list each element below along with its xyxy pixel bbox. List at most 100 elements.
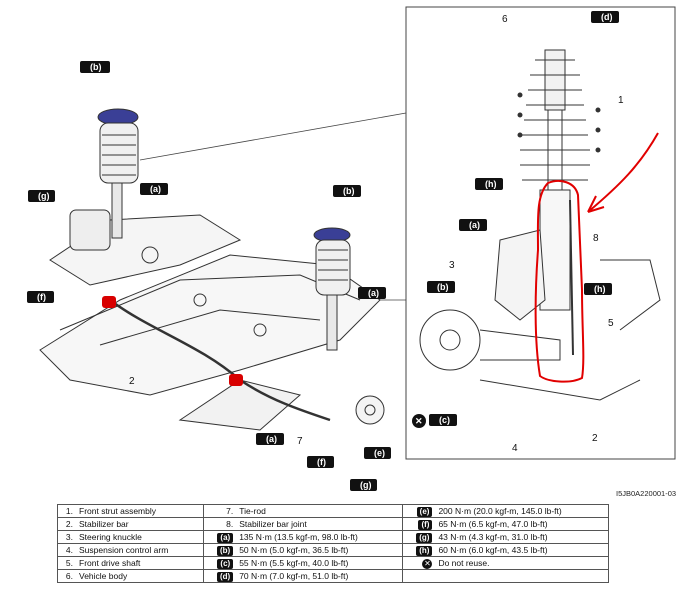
torque-badge-g-left: (g) [28, 190, 55, 202]
legend-cell: (e) [402, 504, 436, 518]
svg-text:(a): (a) [469, 220, 480, 230]
svg-text:(a): (a) [150, 184, 161, 194]
legend-row: 4.Suspension control arm(b)50 N·m (5.0 k… [57, 543, 610, 557]
legend-cell: (h) [402, 543, 436, 557]
legend-cell: 70 N·m (7.0 kgf-m, 51.0 lb-ft) [236, 569, 404, 583]
red-highlight-outline [534, 179, 585, 383]
legend-cell: (g) [402, 530, 436, 544]
svg-text:(g): (g) [360, 480, 372, 490]
torque-key-badge: (f) [418, 520, 433, 530]
torque-badge-a-detail: (a) [459, 219, 487, 231]
torque-key-badge: (h) [416, 546, 433, 556]
suspension-diagram: 6 1 8 3 5 2 4 2 7 (b) (g) (a) (b) (f) (a… [27, 6, 676, 491]
legend-cell: 43 N·m (4.3 kgf-m, 31.0 lb-ft) [435, 530, 610, 544]
svg-text:(d): (d) [601, 12, 613, 22]
torque-key-badge: (b) [216, 546, 234, 556]
legend-cell: (c) [203, 556, 237, 570]
torque-badge-h-detail-top: (h) [475, 178, 503, 190]
callout-3: 3 [449, 260, 455, 271]
torque-badge-c-detail: ✕ (c) [412, 414, 457, 428]
legend-cell: 55 N·m (5.5 kgf-m, 40.0 lb-ft) [236, 556, 404, 570]
callout-1: 1 [618, 95, 624, 106]
legend-cell: (a) [203, 530, 237, 544]
legend-cell: 4. [57, 543, 76, 557]
svg-text:(h): (h) [594, 284, 606, 294]
torque-badge-a-top: (a) [140, 183, 168, 195]
stabilizer-bush-right [229, 374, 243, 386]
torque-badge-b-right: (b) [333, 185, 361, 197]
torque-badge-e-bottom: (e) [364, 447, 391, 459]
legend-cell: Steering knuckle [76, 530, 205, 544]
torque-key-badge: (g) [416, 533, 433, 543]
svg-text:(f): (f) [37, 292, 46, 302]
detail-leader-top [139, 112, 407, 161]
legend-cell: Stabilizer bar joint [236, 517, 404, 531]
legend-cell: Stabilizer bar [76, 517, 205, 531]
torque-key-badge: (c) [217, 559, 234, 569]
legend-cell: 135 N·m (13.5 kgf-m, 98.0 lb-ft) [236, 530, 404, 544]
legend-cell: 60 N·m (6.0 kgf-m, 43.5 lb-ft) [435, 543, 610, 557]
legend-cell: 7. [203, 504, 237, 518]
figure-code: I5JB0A220001-03 [616, 489, 677, 498]
legend-cell: Suspension control arm [76, 543, 205, 557]
callout-2-main: 2 [129, 376, 135, 387]
callout-4: 4 [512, 443, 518, 454]
legend-cell: 65 N·m (6.5 kgf-m, 47.0 lb-ft) [435, 517, 610, 531]
svg-text:(f): (f) [317, 457, 326, 467]
detail-strut [419, 49, 661, 401]
torque-badge-f-bottom: (f) [307, 456, 334, 468]
legend-row: 3.Steering knuckle (a)135 N·m (13.5 kgf-m… [57, 530, 610, 544]
detail-frame [405, 6, 676, 460]
svg-text:(b): (b) [437, 282, 449, 292]
svg-text:✕: ✕ [415, 416, 423, 426]
callout-6: 6 [502, 14, 508, 25]
legend-cell: Front strut assembly [76, 504, 205, 518]
legend-cell: Vehicle body [76, 569, 205, 583]
legend-cell: (d) [203, 569, 237, 583]
legend-cell: 2. [57, 517, 76, 531]
legend-cell: Front drive shaft [76, 556, 205, 570]
callout-5: 5 [608, 318, 614, 329]
legend-cell: Tie-rod [236, 504, 404, 518]
svg-text:(b): (b) [343, 186, 355, 196]
torque-badge-b-top: (b) [80, 61, 110, 73]
svg-text:(h): (h) [485, 179, 497, 189]
legend-cell: 5. [57, 556, 76, 570]
callout-7: 7 [297, 436, 303, 447]
do-not-reuse-icon: ✕ [422, 559, 433, 569]
callout-2-detail: 2 [592, 433, 598, 444]
stabilizer-joint-rod [569, 199, 574, 356]
legend-row: 6.Vehicle body (d)70 N·m (7.0 kgf-m, 51.0… [57, 569, 610, 583]
callout-8: 8 [593, 233, 599, 244]
legend-cell: 6. [57, 569, 76, 583]
svg-text:(a): (a) [266, 434, 277, 444]
torque-key-badge: (d) [216, 572, 234, 582]
legend-cell [402, 569, 436, 583]
legend-cell [435, 569, 610, 583]
right-strut [313, 227, 385, 425]
svg-text:(a): (a) [368, 288, 379, 298]
torque-badge-d-detail: (d) [591, 11, 619, 23]
legend-cell: 200 N·m (20.0 kgf-m, 145.0 lb-ft) [435, 504, 610, 518]
red-arrow [587, 132, 659, 213]
left-strut [69, 108, 139, 251]
svg-text:(e): (e) [374, 448, 385, 458]
torque-key-badge: (e) [416, 507, 433, 517]
legend-cell: Do not reuse. [435, 556, 610, 570]
torque-badge-h-detail-right: (h) [584, 283, 612, 295]
legend-cell: (f) [402, 517, 436, 531]
legend-cell: 3. [57, 530, 76, 544]
svg-text:(c): (c) [439, 415, 450, 425]
torque-badge-g-bottom: (g) [350, 479, 377, 491]
svg-text:(b): (b) [90, 62, 102, 72]
legend-row: 5.Front drive shaft (c)55 N·m (5.5 kgf-m,… [57, 556, 610, 570]
torque-badge-b-detail: (b) [427, 281, 455, 293]
torque-key-badge: (a) [217, 533, 234, 543]
torque-badge-f-left: (f) [27, 291, 54, 303]
legend-cell: ✕ [402, 556, 436, 570]
legend-cell: (b) [203, 543, 237, 557]
svg-text:(g): (g) [38, 191, 50, 201]
torque-badge-a-bottom: (a) [256, 433, 284, 445]
